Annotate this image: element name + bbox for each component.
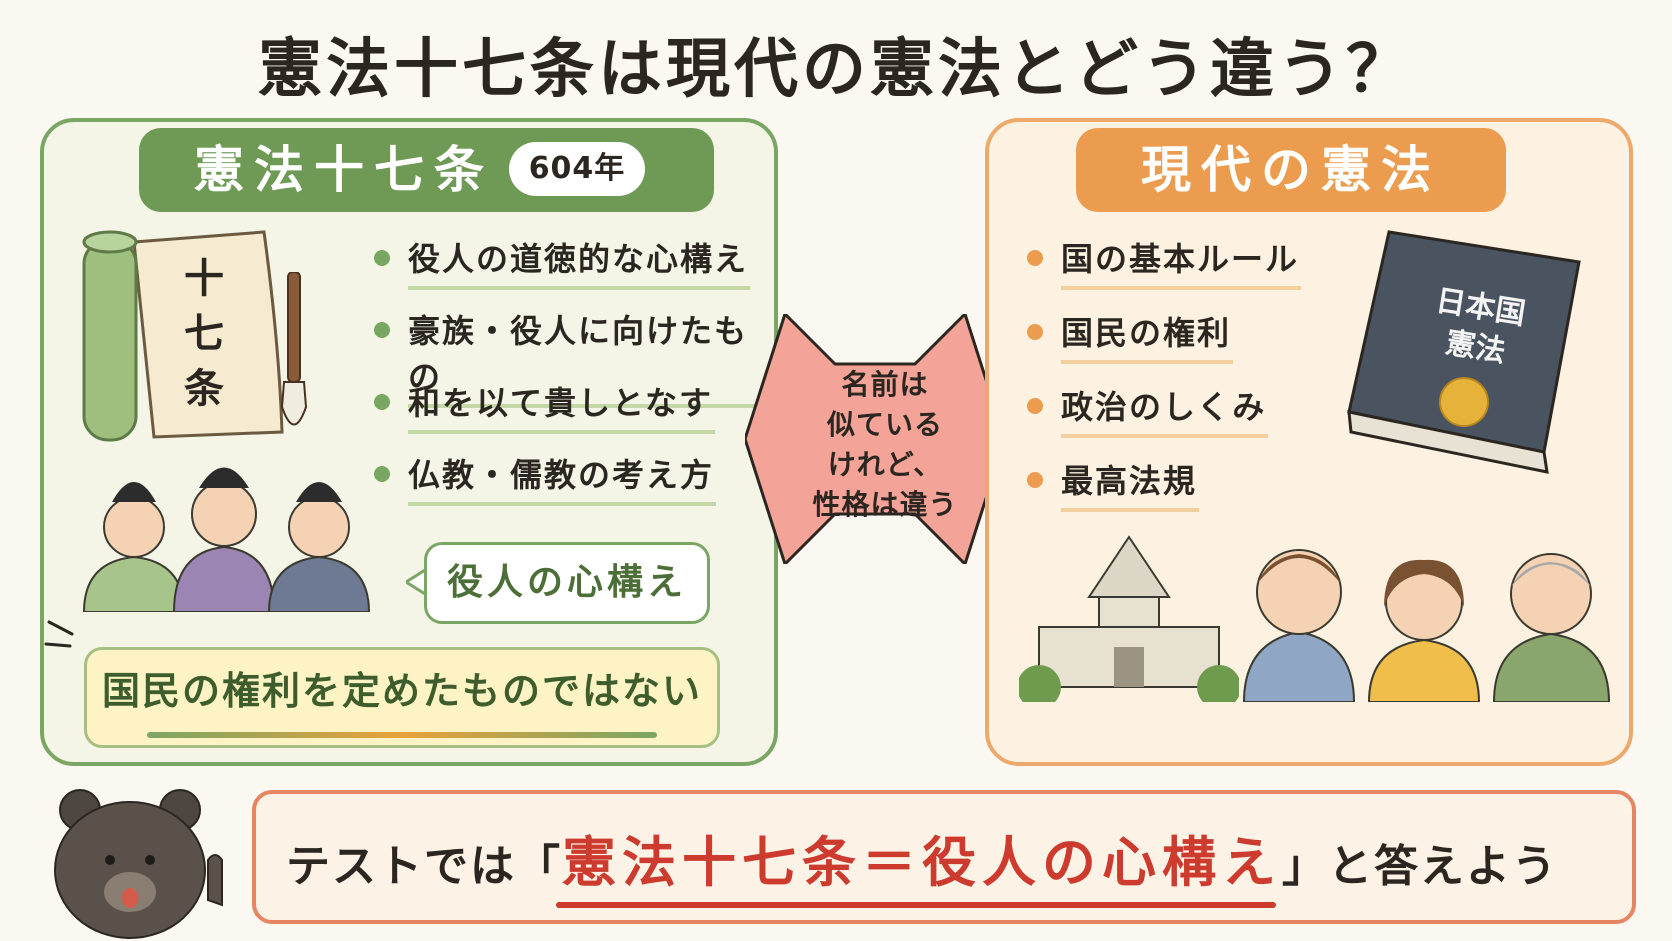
left-bullet-list: 役人の道徳的な心構え 豪族・役人に向けたもの 和を以て貴しとなす 仏教・儒教の考… bbox=[374, 234, 774, 522]
right-bullet-item: 最高法規 bbox=[1027, 456, 1301, 530]
citizens-illustration bbox=[1242, 549, 1611, 702]
left-panel: 憲法十七条 604年 十 七 条 役人の道徳的な心構え 豪族・役人に向けたもの … bbox=[40, 118, 778, 766]
bottom-highlight: 憲法十七条＝役人の心構え bbox=[562, 831, 1282, 894]
note-box: 国民の権利を定めたものではない bbox=[84, 647, 720, 748]
note-text: 国民の権利を定めたものではない bbox=[101, 669, 702, 713]
center-text: 名前は 似ている けれど、 性格は違う bbox=[800, 365, 970, 525]
right-panel: 現代の憲法 国の基本ルール 国民の権利 政治のしくみ 最高法規 日本国 憲法 bbox=[985, 118, 1633, 766]
bottom-underline bbox=[556, 902, 1276, 908]
center-line: けれど、 bbox=[827, 448, 943, 481]
year-badge: 604年 bbox=[509, 142, 645, 196]
left-heading-text: 憲法十七条 bbox=[194, 141, 494, 199]
officials-illustration bbox=[82, 467, 371, 612]
brush-icon bbox=[280, 272, 308, 426]
center-line: 性格は違う bbox=[812, 488, 958, 521]
emphasis-lines-icon bbox=[44, 620, 74, 648]
left-bullet-item: 和を以て貴しとなす bbox=[374, 378, 774, 450]
scroll-icon: 十 七 条 bbox=[82, 230, 284, 442]
center-line: 似ている bbox=[826, 408, 943, 441]
right-panel-heading: 現代の憲法 bbox=[1076, 128, 1506, 212]
left-bullet-item: 役人の道徳的な心構え bbox=[374, 234, 774, 306]
diet-building-illustration bbox=[1019, 535, 1239, 702]
speech-bubble: 役人の心構え bbox=[424, 542, 710, 624]
bottom-sentence: テストでは「憲法十七条＝役人の心構え」と答えよう bbox=[286, 818, 1558, 897]
bottom-summary-box: テストでは「憲法十七条＝役人の心構え」と答えよう bbox=[252, 790, 1636, 924]
scroll-text-3: 条 bbox=[184, 366, 224, 412]
bottom-suffix: 」と答えよう bbox=[1282, 841, 1558, 892]
scroll-text-2: 七 bbox=[184, 311, 224, 357]
bottom-prefix: テストでは「 bbox=[286, 841, 562, 892]
page-title: 憲法十七条は現代の憲法とどう違う？ bbox=[258, 33, 1414, 107]
center-line: 名前は bbox=[841, 368, 929, 401]
bear-mascot-icon bbox=[54, 789, 223, 939]
book-icon: 日本国 憲法 bbox=[1347, 230, 1581, 474]
right-bullet-item: 国の基本ルール bbox=[1027, 234, 1302, 308]
left-bullet-item: 仏教・儒教の考え方 bbox=[374, 450, 774, 522]
right-bullet-list: 国の基本ルール 国民の権利 政治のしくみ 最高法規 bbox=[1027, 234, 1302, 530]
scroll-text-1: 十 bbox=[184, 256, 224, 302]
right-bullet-item: 政治のしくみ bbox=[1027, 382, 1301, 456]
note-underline bbox=[147, 732, 657, 738]
double-arrow-icon bbox=[745, 314, 1005, 564]
right-bullet-item: 国民の権利 bbox=[1027, 308, 1301, 382]
left-bullet-item: 豪族・役人に向けたもの bbox=[374, 306, 774, 408]
